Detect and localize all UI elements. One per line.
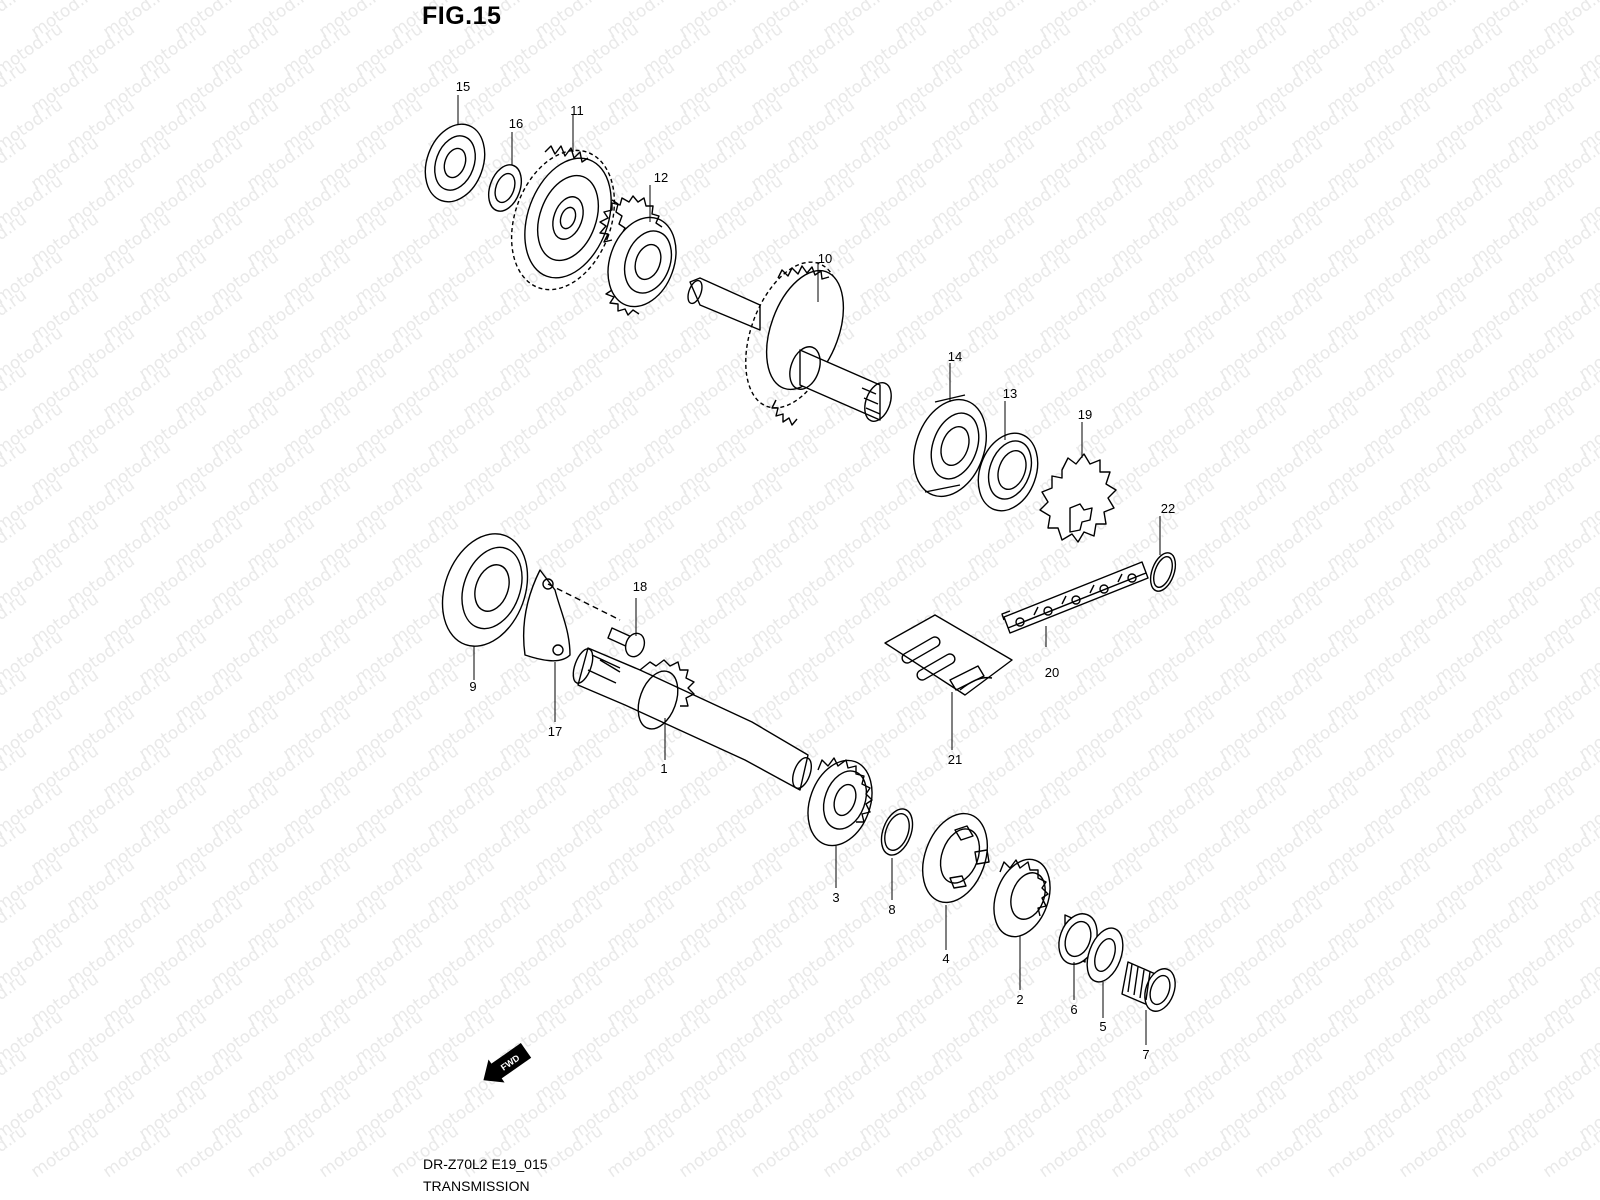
callout-20: 20 bbox=[1045, 665, 1059, 680]
callout-8: 8 bbox=[888, 902, 895, 917]
callout-3: 3 bbox=[832, 890, 839, 905]
fwd-arrow-icon: FWD bbox=[483, 1043, 532, 1083]
gear-3 bbox=[807, 757, 873, 847]
gear-2 bbox=[993, 858, 1051, 938]
chain-joint-21 bbox=[884, 614, 1013, 696]
figure-title: FIG.15 bbox=[422, 2, 502, 30]
sprocket-19 bbox=[1039, 453, 1117, 543]
countershaft-10 bbox=[687, 261, 892, 426]
callout-13: 13 bbox=[1003, 386, 1017, 401]
callout-22: 22 bbox=[1161, 501, 1175, 516]
callout-9: 9 bbox=[469, 679, 476, 694]
callout-7: 7 bbox=[1142, 1047, 1149, 1062]
callout-18: 18 bbox=[633, 579, 647, 594]
gear-4 bbox=[922, 812, 990, 904]
drive-chain-20 bbox=[1001, 561, 1149, 634]
callout-5: 5 bbox=[1099, 1019, 1106, 1034]
callout-1: 1 bbox=[660, 761, 667, 776]
callout-19: 19 bbox=[1078, 407, 1092, 422]
callout-12: 12 bbox=[654, 170, 668, 185]
callout-2: 2 bbox=[1016, 992, 1023, 1007]
bearing-retainer-17 bbox=[522, 569, 621, 662]
callout-4: 4 bbox=[942, 951, 949, 966]
circlip-8 bbox=[880, 808, 914, 856]
screw-18 bbox=[607, 627, 646, 658]
callout-21: 21 bbox=[948, 752, 962, 767]
callout-17: 17 bbox=[548, 724, 562, 739]
diagram-code: DR-Z70L2 E19_015 bbox=[423, 1156, 548, 1172]
washer-16 bbox=[487, 164, 523, 212]
callout-16: 16 bbox=[509, 116, 523, 131]
needle-bearing-7 bbox=[1121, 961, 1176, 1012]
diagram-name: TRANSMISSION bbox=[423, 1178, 530, 1194]
circlip-22 bbox=[1149, 552, 1177, 592]
callout-14: 14 bbox=[948, 349, 962, 364]
callout-10: 10 bbox=[818, 251, 832, 266]
watermark-text: motod.ru bbox=[1575, 0, 1600, 4]
callout-6: 6 bbox=[1070, 1002, 1077, 1017]
bearing-15 bbox=[424, 123, 486, 203]
callout-11: 11 bbox=[570, 103, 584, 118]
main-shaft-1 bbox=[572, 647, 812, 791]
callout-15: 15 bbox=[456, 79, 470, 94]
